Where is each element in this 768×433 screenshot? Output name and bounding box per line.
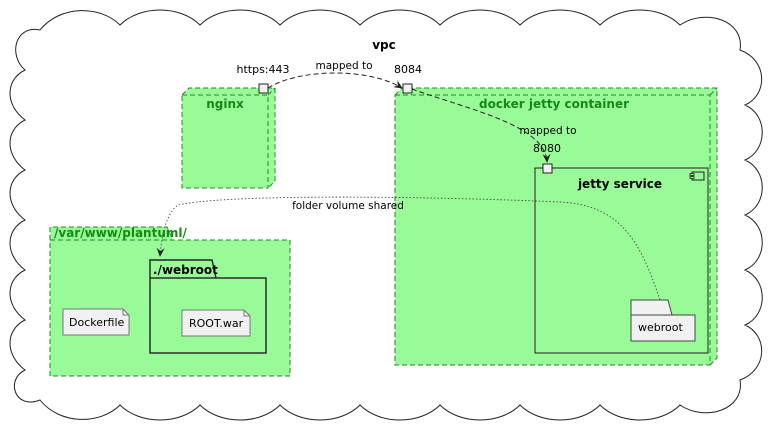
edge-volume-shared-label: folder volume shared — [292, 200, 404, 212]
jetty-port-label: 8080 — [533, 142, 561, 155]
edge-volume-shared — [156, 196, 661, 301]
webroot-package-title: ./webroot — [153, 263, 218, 277]
jetty-title: jetty service — [577, 177, 662, 191]
edge-docker-to-jetty-label: mapped to — [520, 125, 577, 137]
nginx-title: nginx — [206, 97, 244, 111]
plantuml-folder-title: /var/www/plantuml/ — [54, 226, 187, 240]
edge-docker-to-jetty — [411, 88, 551, 163]
dockerfile-label: Dockerfile — [69, 316, 125, 329]
jetty-port[interactable] — [542, 163, 553, 174]
vpc-title: vpc — [372, 38, 396, 52]
docker-title: docker jetty container — [479, 97, 629, 111]
nginx-port-label: https:443 — [236, 63, 289, 76]
nginx-port[interactable] — [258, 83, 269, 94]
nginx-node[interactable]: nginx — [181, 87, 276, 189]
docker-port-label: 8084 — [394, 63, 422, 76]
dockerfile-artifact[interactable]: Dockerfile — [62, 308, 130, 336]
rootwar-artifact[interactable]: ROOT.war — [181, 309, 251, 337]
rootwar-label: ROOT.war — [189, 317, 244, 330]
webroot-folder[interactable]: webroot — [630, 299, 696, 342]
docker-port[interactable] — [402, 83, 413, 94]
component-icon — [689, 171, 705, 181]
edge-nginx-to-docker — [267, 72, 403, 89]
webroot-folder-label: webroot — [638, 321, 683, 334]
edge-nginx-to-docker-label: mapped to — [316, 60, 373, 72]
